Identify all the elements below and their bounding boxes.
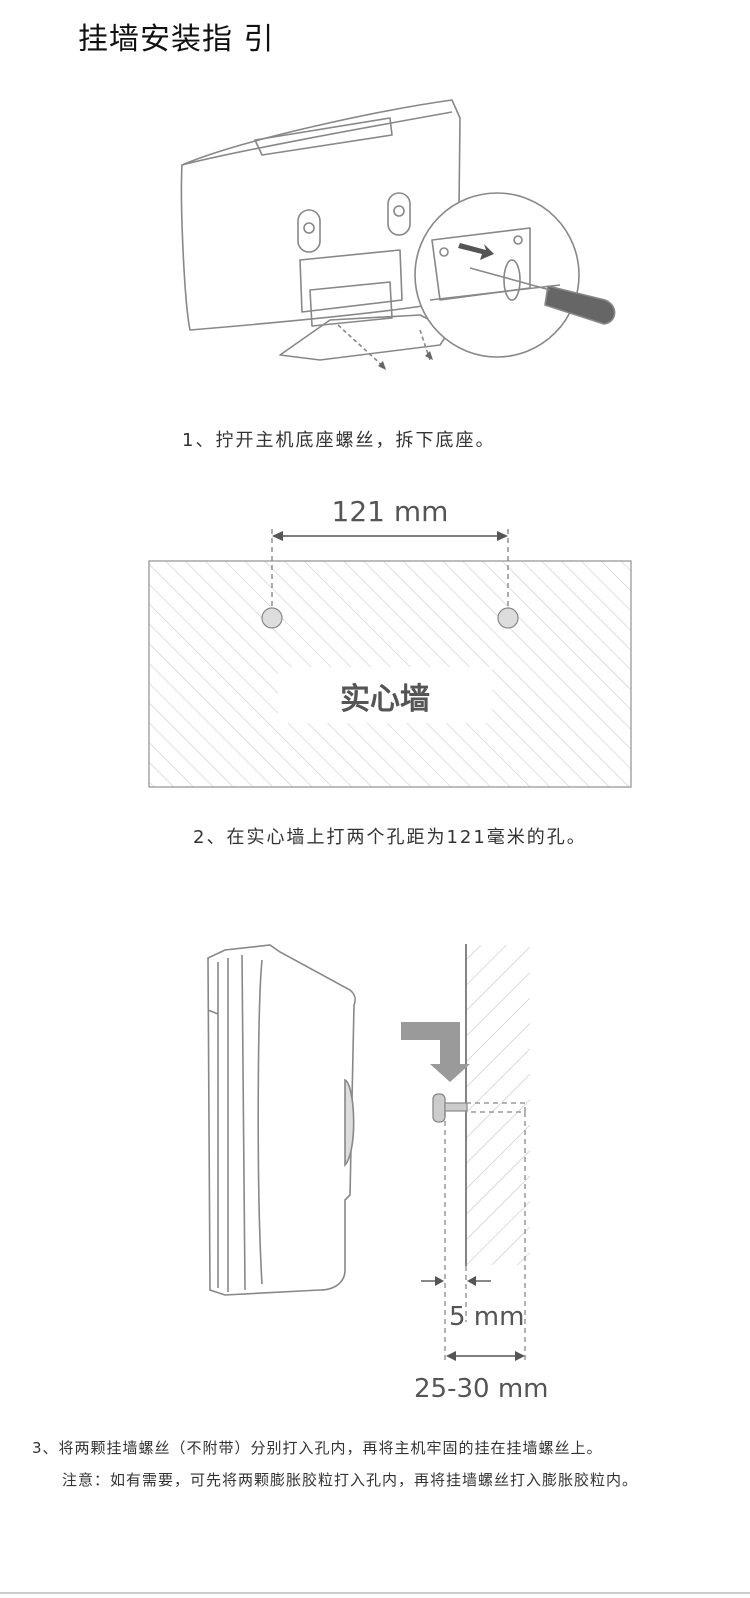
screw-head (432, 1093, 446, 1123)
arrow-right-icon (497, 531, 508, 541)
arrow-left-icon (446, 1351, 456, 1361)
wall-drilling-illustration (148, 529, 632, 788)
device-back-shell (180, 99, 461, 331)
arrow-left-icon (272, 531, 283, 541)
device-side-body (207, 944, 356, 1296)
drill-hole-right (497, 607, 519, 629)
step3-text: 3、将两颗挂墙螺丝（不附带）分别打入孔内，再将主机牢固的挂在挂墙螺丝上。 (32, 1439, 603, 1457)
page-title: 挂墙安装指 引 (78, 22, 275, 57)
gap-label: 5 mm (449, 1302, 525, 1332)
dimension-label: 121 mm (331, 495, 449, 528)
depth-label: 25-30 mm (414, 1374, 549, 1404)
wall-label-background (278, 667, 492, 723)
wall-section (466, 945, 530, 1265)
bent-arrow-icon (401, 1022, 470, 1082)
screwdriver-icon (469, 267, 616, 325)
arrow-right-icon (515, 1351, 525, 1361)
bottom-divider (0, 1592, 750, 1594)
hanging-slot-left (297, 209, 321, 253)
down-arrow-icon (378, 351, 433, 370)
mount-illustration (207, 944, 530, 1362)
remove-base-illustration (180, 99, 616, 370)
drill-hole-left (261, 607, 283, 629)
arrow-left-icon (467, 1276, 476, 1286)
removal-arrow-icon (458, 243, 494, 260)
hanging-slot-right (387, 192, 411, 236)
step2-caption: 2、在实心墙上打两个孔距为121毫米的孔。 (193, 827, 587, 848)
note-text: 注意：如有需要，可先将两颗膨胀胶粒打入孔内，再将挂墙螺丝打入膨胀胶粒内。 (62, 1471, 639, 1489)
wall-label: 实心墙 (340, 682, 430, 717)
step1-caption: 1、拧开主机底座螺丝，拆下底座。 (182, 430, 496, 451)
arrow-right-icon (435, 1276, 444, 1286)
